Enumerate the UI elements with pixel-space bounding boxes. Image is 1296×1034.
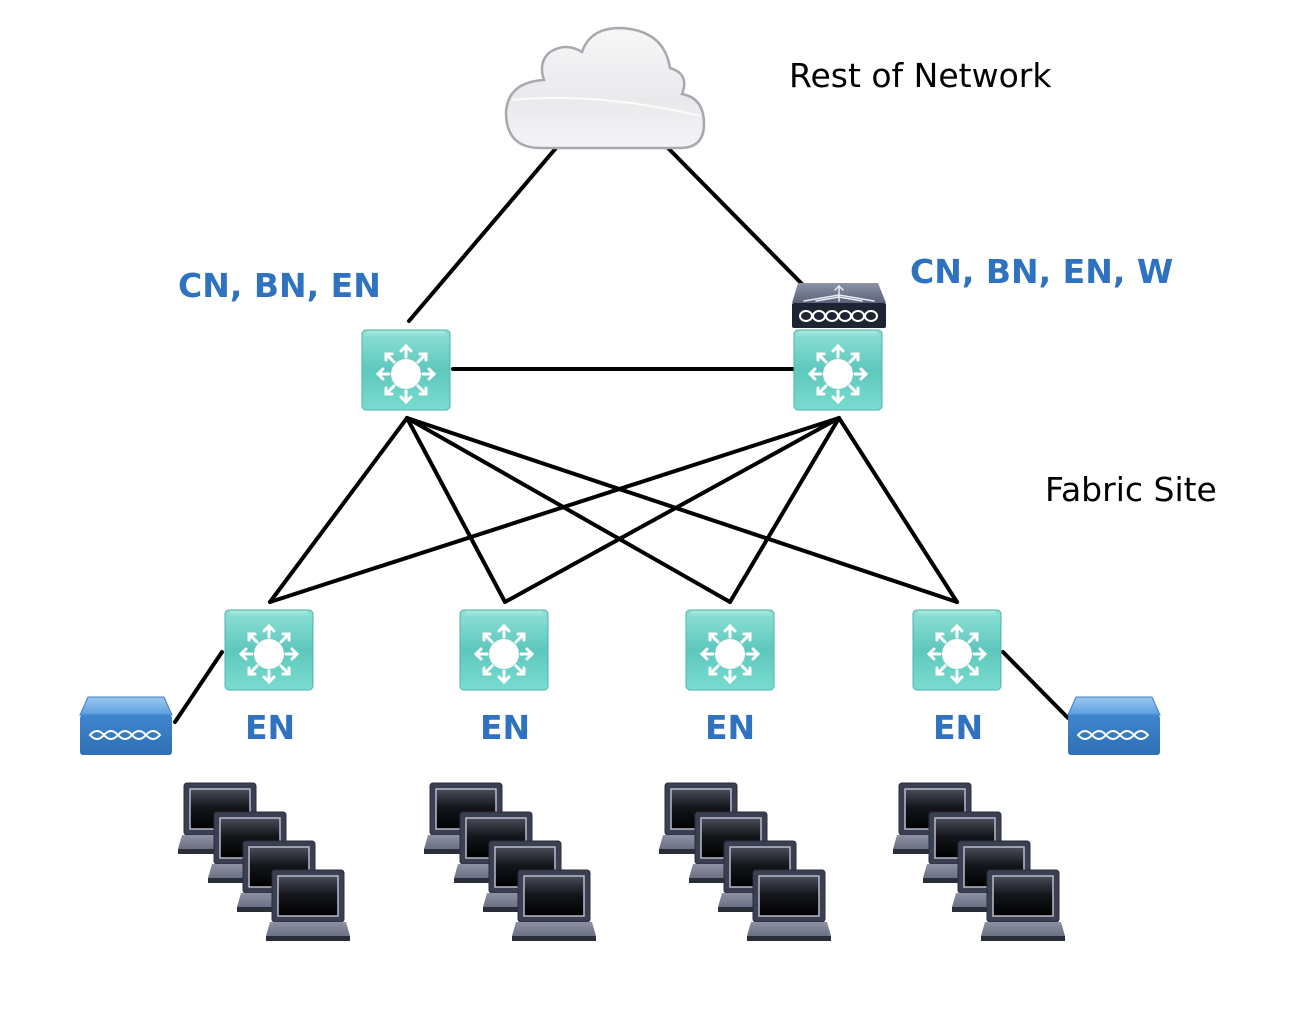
wireless-controller-icon [792, 283, 886, 328]
links-layer [173, 146, 1070, 724]
laptop-group-1 [177, 782, 351, 942]
core-right-roles-label: CN, BN, EN, W [910, 252, 1174, 291]
access-point-left-icon [79, 696, 173, 756]
link-core-right-edge-3 [728, 416, 841, 604]
link-core-left-edge-3 [405, 416, 732, 604]
edge-1-role-label: EN [245, 708, 296, 747]
link-edge-4-ap-right [1001, 650, 1070, 720]
cloud-icon [504, 26, 706, 150]
link-core-left-edge-1 [268, 416, 409, 604]
fabric-site-label: Fabric Site [1045, 470, 1217, 509]
link-cloud-core-left [407, 146, 558, 323]
edge-4-switch-icon [911, 608, 1003, 692]
edge-1-switch-icon [223, 608, 315, 692]
core-left-roles-label: CN, BN, EN [178, 266, 381, 305]
link-core-left-edge-2 [405, 416, 507, 604]
rest-of-network-label: Rest of Network [789, 56, 1052, 95]
edge-2-switch-icon [458, 608, 550, 692]
access-point-right-icon [1067, 696, 1161, 756]
laptop-group-3 [658, 782, 832, 942]
link-core-left-edge-4 [405, 416, 959, 604]
laptop-icon [980, 869, 1066, 942]
core-left-switch-icon [360, 328, 452, 412]
edge-4-role-label: EN [933, 708, 984, 747]
link-core-right-edge-2 [503, 416, 841, 604]
laptop-icon [746, 869, 832, 942]
laptop-group-2 [423, 782, 597, 942]
link-cloud-core-right [666, 146, 805, 287]
link-edge-1-ap-left [173, 650, 224, 724]
link-core-right-edge-1 [268, 416, 841, 604]
link-core-right-edge-4 [837, 416, 959, 604]
edge-3-switch-icon [684, 608, 776, 692]
edge-3-role-label: EN [705, 708, 756, 747]
edge-2-role-label: EN [480, 708, 531, 747]
laptop-group-4 [892, 782, 1066, 942]
laptop-icon [265, 869, 351, 942]
core-right-switch-icon [792, 328, 884, 412]
laptop-icon [511, 869, 597, 942]
